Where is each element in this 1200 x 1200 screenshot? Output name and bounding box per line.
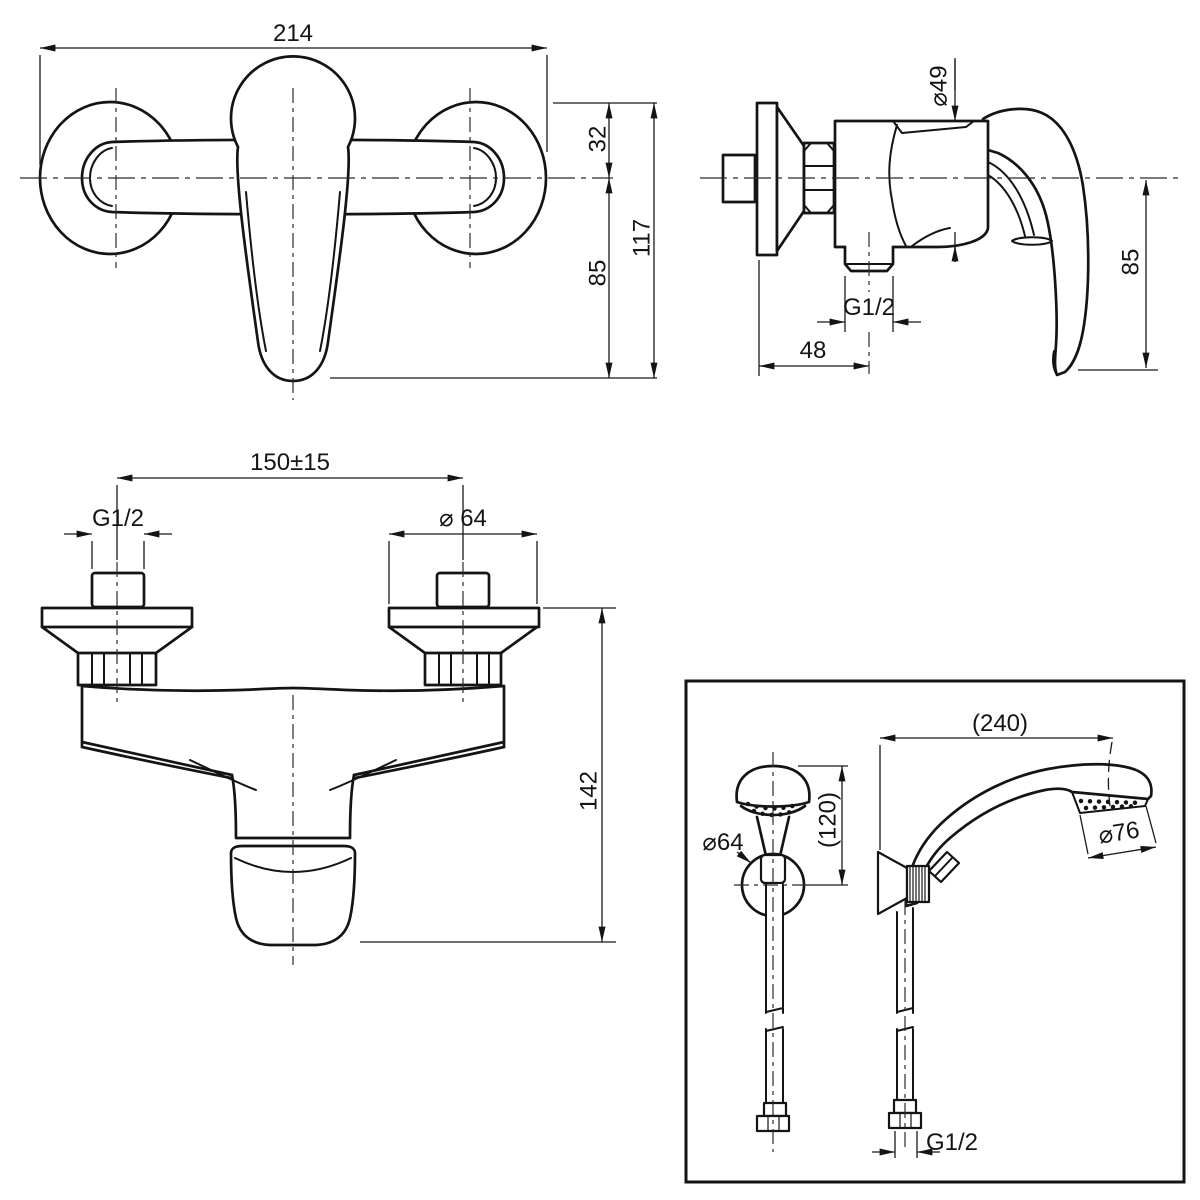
handset-view: (240) (120) ⌀64 ⌀76 G1/2 [684,679,1186,1184]
handset-side-bracket-cone [876,850,909,916]
side-body-outline [833,119,990,249]
handset-side-clamp-line [934,857,953,877]
bottom-right-escutcheon [387,606,541,629]
handset-bracket-diameter-leader [736,850,752,864]
bottom-body-wings [80,740,506,780]
handset-front-handle-cone [755,815,791,858]
handset-head-height-label: (120) [815,792,842,848]
side-handle-drop-label: 85 [1118,249,1145,276]
handset-side-face-plate [1071,791,1149,814]
side-hex-collar-facets [803,142,835,214]
handset-front-centerlines [734,752,812,1152]
handset-side-knob-knurl [909,867,926,901]
side-body-contour-lines [888,120,975,247]
side-escutcheon-cone [775,105,806,253]
side-body-diameter-label: ⌀49 [926,65,953,106]
side-outlet-thread-label: G1/2 [843,294,895,321]
bottom-view: 150±15 G1/2 ⌀ 64 142 [40,449,616,965]
front-bottom-offset-label: 85 [585,260,612,287]
bottom-body-top [80,684,506,749]
bottom-escutcheon-cones [40,625,539,655]
handset-reach-label: (240) [972,710,1028,737]
front-view: 214 32 85 117 [20,20,658,400]
front-extension-lines [39,55,657,379]
bottom-flange-diameter-label: ⌀ 64 [439,505,487,532]
bottom-inlet-thread-label: G1/2 [92,505,144,532]
bottom-left-inlet-nipple [90,571,146,609]
handset-front-hose-collar [762,1101,788,1118]
front-total-height-label: 117 [629,219,656,257]
side-lever-handle [981,107,1090,377]
handset-frame [684,679,1186,1184]
handset-hose-thread-label: G1/2 [926,1129,978,1156]
bottom-extension-lines [91,485,616,943]
handset-side-nozzles-row2 [1083,803,1142,811]
side-handle-detail-lines [987,161,1058,376]
bottom-outlet-cup [229,844,357,947]
front-width-label: 214 [273,20,313,47]
handset-side-nozzles-row1 [1078,798,1146,806]
bottom-funnel-inner-curves [189,759,397,791]
handset-side-head-axis [1107,741,1113,807]
bottom-hex-nut-facets [91,652,490,686]
front-lever-face-lines [245,191,341,352]
bottom-centerlines [116,562,464,965]
side-view: ⌀49 G1/2 48 85 [700,58,1180,377]
front-top-offset-label: 32 [585,126,612,153]
side-depth-label: 48 [800,337,827,364]
handset-front-nozzles-row1 [745,801,802,811]
handset-front-hose-nut-facets [767,1116,780,1131]
side-escutcheon-plate [755,101,779,257]
bottom-inlet-spacing-label: 150±15 [250,449,330,476]
handset-front-hose [765,883,784,1104]
handset-face-diameter-label: ⌀76 [1097,816,1142,849]
handset-front-hose-mask [767,884,782,1013]
handset-face-diameter-dimension-line [1087,846,1157,859]
handset-bracket-diameter-label: ⌀64 [702,829,743,856]
front-vertical-centerlines [115,88,471,400]
bottom-height-label: 142 [576,771,603,811]
side-body-fill [835,121,988,247]
handset-extension-lines [798,745,1157,1158]
handset-side-hose-nut-facets [899,1113,912,1128]
handset-side-handle [904,762,1153,908]
